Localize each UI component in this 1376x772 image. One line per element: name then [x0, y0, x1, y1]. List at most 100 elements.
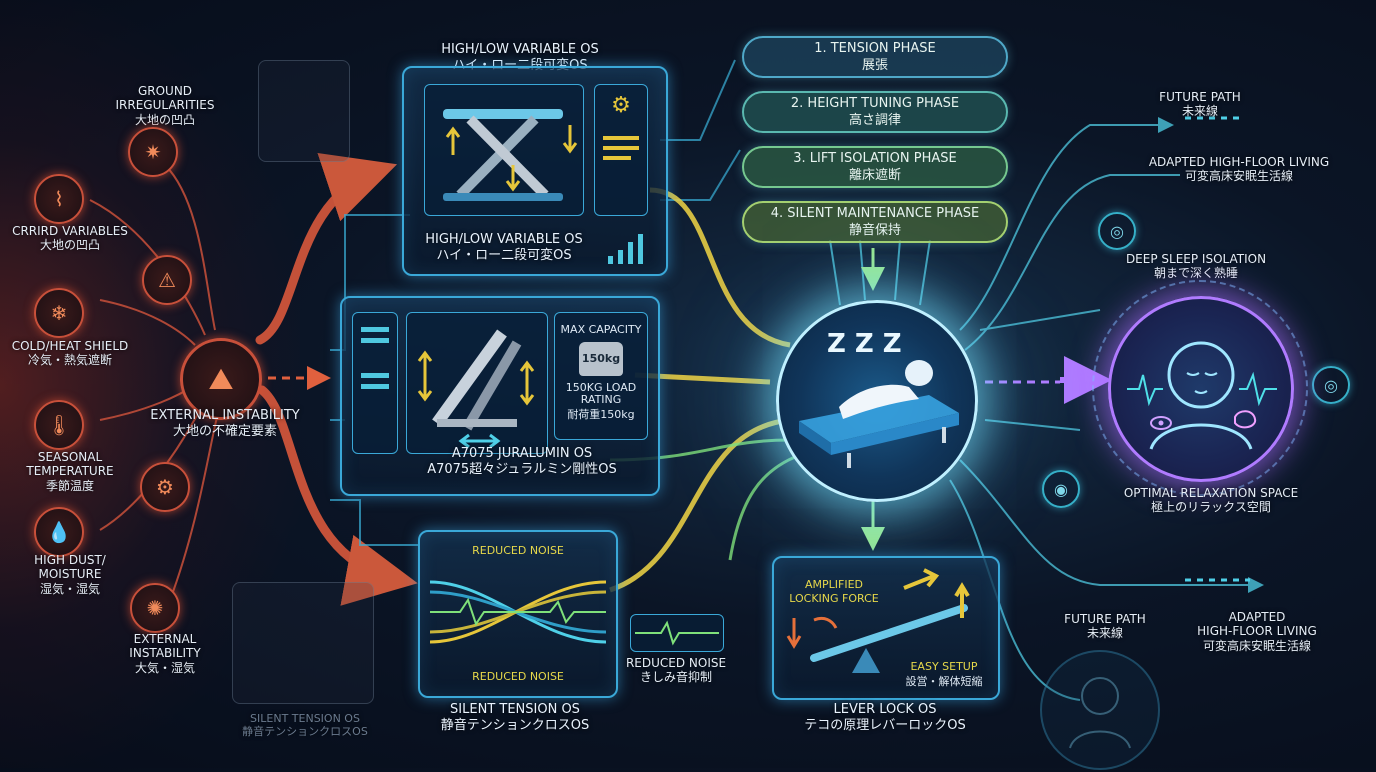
- optimal-en: OPTIMAL RELAXATION SPACE: [1123, 486, 1299, 500]
- high-low-mechanism-view: [424, 84, 584, 216]
- external-instability-hub-icon: ⛰: [180, 338, 262, 420]
- lever-title-jp: テコの原理レバーロックOS: [804, 717, 966, 733]
- deep-sleep-en: DEEP SLEEP ISOLATION: [1125, 252, 1267, 266]
- high-low-os-title: HIGH/LOW VARIABLE OS ハイ・ロー二段可変OS: [404, 232, 604, 263]
- adapted-bottom-jp: 可変高床安眠生活線: [1202, 638, 1311, 653]
- ghost-panel-silent: [232, 582, 374, 704]
- rock-icon: ✷: [128, 127, 178, 177]
- high-low-top-en: HIGH/LOW VARIABLE OS: [441, 42, 599, 57]
- waveform-icon: [635, 620, 719, 646]
- phase-3-jp: 離床遮断: [848, 167, 901, 183]
- future-path-bottom: FUTURE PATH 未来線: [1050, 612, 1160, 641]
- adapted-top-jp: 可変高床安眠生活線: [1184, 169, 1293, 184]
- ghost-face-icon: [1069, 677, 1131, 749]
- reduced-noise-side-en: REDUCED NOISE: [625, 656, 727, 670]
- silent-tension-os-title: SILENT TENSION OS 静音テンションクロスOS: [410, 702, 620, 733]
- ghost-silent-en: SILENT TENSION OS: [250, 712, 360, 725]
- external-instability-jp: 大地の不確定要素: [172, 423, 277, 439]
- gear-icon: ⚙: [611, 93, 631, 118]
- phase-3-en: 3. LIFT ISOLATION PHASE: [793, 151, 957, 166]
- high-low-control-panel: ⚙: [594, 84, 648, 216]
- input-cold-heat-shield: COLD/HEAT SHIELD 冷気・熱気遮断: [0, 339, 140, 368]
- external-instability-label: EXTERNAL INSTABILITY 大地の不確定要素: [135, 408, 315, 439]
- target-icon: ◎: [1098, 212, 1136, 250]
- zzz-sleep-icon: Z Z Z: [827, 329, 902, 359]
- central-sleep-hub: Z Z Z: [776, 300, 978, 502]
- scissor-lift-icon: [443, 109, 578, 201]
- deep-sleep-portrait: [1108, 296, 1294, 482]
- phase-1-en: 1. TENSION PHASE: [814, 41, 936, 56]
- ghost-silent-jp: 静音テンションクロスOS: [242, 725, 368, 739]
- input-ground-irregularities: GROUND IRREGULARITIES 大地の凹凸: [90, 84, 240, 127]
- deep-sleep-isolation-label: DEEP SLEEP ISOLATION 朝まで深く熟睡: [1116, 252, 1276, 281]
- easy-setup-label: EASY SETUP 設営・解体短縮: [894, 660, 994, 689]
- easy-setup-en: EASY SETUP: [910, 660, 978, 673]
- high-low-os-panel: ⚙ HIGH/LOW VARIABLE OS ハイ・ロー二段可変OS: [402, 66, 668, 276]
- ghost-panel-bed: [258, 60, 350, 162]
- external-instability-en: EXTERNAL INSTABILITY: [150, 408, 300, 423]
- phase-2-height-tuning: 2. HEIGHT TUNING PHASE 高さ調律: [742, 91, 1008, 133]
- aluminum-frame-icon: [417, 329, 535, 449]
- weight-value: 150kg: [581, 352, 621, 365]
- input-cold-heat-jp: 冷気・熱気遮断: [27, 353, 112, 368]
- future-path-top-jp: 未来線: [1181, 104, 1218, 119]
- load-rating-en: 150KG LOAD RATING: [565, 381, 637, 407]
- adapted-bottom-en: ADAPTED HIGH-FLOOR LIVING: [1197, 610, 1317, 639]
- juralumin-title-en: A7075 JURALUMIN OS: [451, 446, 593, 461]
- juralumin-side-list: [352, 312, 398, 454]
- lever-lock-os-panel: AMPLIFIED LOCKING FORCE EASY SETUP 設営・解体…: [772, 556, 1000, 700]
- lever-title-en: LEVER LOCK OS: [833, 702, 937, 717]
- phase-4-en: 4. SILENT MAINTENANCE PHASE: [770, 206, 980, 221]
- silent-title-en: SILENT TENSION OS: [450, 702, 580, 717]
- outer-dashed-ring: [1092, 280, 1308, 496]
- juralumin-frame-view: [406, 312, 548, 454]
- ghost-silent-label: SILENT TENSION OS 静音テンションクロスOS: [220, 712, 390, 738]
- relaxed-face-icon: [1127, 341, 1277, 450]
- phase-2-jp: 高さ調律: [848, 112, 901, 128]
- signal-bars-icon: [608, 234, 643, 264]
- future-path-top-en: FUTURE PATH: [1159, 90, 1241, 104]
- input-ground-en: GROUND IRREGULARITIES: [115, 84, 215, 113]
- reduced-noise-side-label: REDUCED NOISE きしみ音抑制: [616, 656, 736, 685]
- phase-4-silent-maintenance: 4. SILENT MAINTENANCE PHASE 静音保持: [742, 201, 1008, 243]
- noise-monitor: [630, 614, 724, 652]
- input-seasonal-jp: 季節温度: [45, 478, 94, 493]
- load-rating-jp: 耐荷重150kg: [567, 408, 635, 422]
- reduced-noise-side-jp: きしみ音抑制: [639, 670, 712, 685]
- input-external-en: EXTERNAL INSTABILITY: [129, 632, 201, 661]
- phase-1-jp: 展張: [861, 57, 888, 73]
- juralumin-title-jp: A7075超々ジュラルミン剛性OS: [427, 461, 617, 477]
- input-crrird-jp: 大地の凹凸: [39, 238, 100, 253]
- phase-4-jp: 静音保持: [848, 222, 901, 238]
- future-path-bottom-en: FUTURE PATH: [1064, 612, 1146, 626]
- terrain-icon: ⌇: [34, 174, 84, 224]
- juralumin-os-panel: MAX CAPACITY 150kg 150KG LOAD RATING 耐荷重…: [340, 296, 660, 496]
- high-low-title-jp: ハイ・ロー二段可変OS: [436, 247, 572, 263]
- weight-icon: 150kg: [579, 342, 623, 376]
- deep-sleep-jp: 朝まで深く熟睡: [1153, 266, 1238, 281]
- input-crrird-variables: CRRIRD VARIABLES 大地の凹凸: [0, 224, 140, 253]
- virus-icon: ✺: [130, 583, 180, 633]
- lever-seesaw-icon: [786, 568, 970, 673]
- radar-icon: ◎: [1312, 366, 1350, 404]
- input-cold-heat-en: COLD/HEAT SHIELD: [11, 339, 129, 353]
- snowflake-icon: ❄: [34, 288, 84, 338]
- input-dust-jp: 湿気・湿気: [39, 581, 100, 596]
- silent-title-jp: 静音テンションクロスOS: [440, 717, 590, 733]
- input-dust-en: HIGH DUST/ MOISTURE: [34, 553, 106, 582]
- amplified-locking-force-label: AMPLIFIED LOCKING FORCE: [789, 578, 879, 606]
- gear-icon-red: ⚙: [140, 462, 190, 512]
- lever-lock-os-title: LEVER LOCK OS テコの原理レバーロックOS: [770, 702, 1000, 733]
- tension-cross-waves-icon: [430, 580, 606, 644]
- juralumin-os-title: A7075 JURALUMIN OS A7075超々ジュラルミン剛性OS: [402, 446, 642, 477]
- adapted-living-bottom: ADAPTED HIGH-FLOOR LIVING 可変高床安眠生活線: [1172, 610, 1342, 653]
- future-path-top: FUTURE PATH 未来線: [1130, 90, 1270, 119]
- eye-icon: [1150, 416, 1172, 430]
- phase-1-tension: 1. TENSION PHASE 展張: [742, 36, 1008, 78]
- thermometer-icon: 🌡: [34, 400, 84, 450]
- silent-tension-os-panel: REDUCED NOISE REDUCED NOISE: [418, 530, 618, 698]
- easy-setup-jp: 設営・解体短縮: [905, 675, 983, 688]
- brain-icon: [1234, 410, 1257, 429]
- adapted-living-top: ADAPTED HIGH-FLOOR LIVING 可変高床安眠生活線: [1114, 155, 1364, 184]
- input-crrird-en: CRRIRD VARIABLES: [12, 224, 128, 238]
